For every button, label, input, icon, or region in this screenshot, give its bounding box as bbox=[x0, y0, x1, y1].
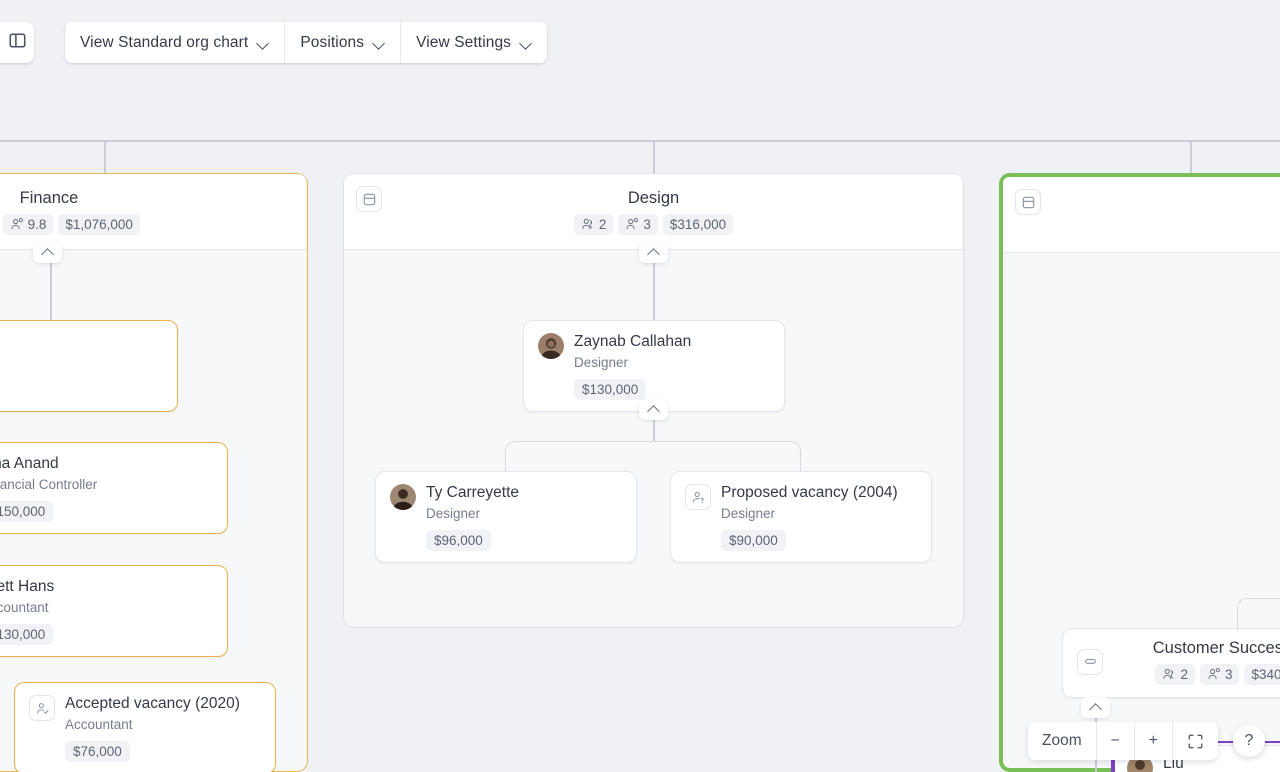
person-name: Ty Carreyette bbox=[426, 484, 520, 501]
panel-icon[interactable] bbox=[1015, 189, 1041, 215]
chevron-down-icon bbox=[257, 37, 269, 49]
badge-fte: 9.8 bbox=[2, 213, 54, 235]
connector-split-right bbox=[653, 441, 801, 475]
view-settings-label: View Settings bbox=[416, 33, 512, 51]
view-settings-button[interactable]: View Settings bbox=[401, 22, 547, 63]
top-toolbar: View Standard org chart Positions View S… bbox=[0, 0, 1280, 86]
connector-drop-finance bbox=[104, 140, 106, 174]
person-salary: $130,000 bbox=[0, 623, 54, 645]
badge-fte: 3 bbox=[1199, 663, 1240, 685]
connector-drop-green bbox=[1190, 140, 1192, 174]
zoom-in-button[interactable]: + bbox=[1135, 722, 1173, 760]
person-card-accepted-vacancy[interactable]: Accepted vacancy (2020) Accountant $76,0… bbox=[14, 682, 276, 772]
collapse-toggle-customer-success[interactable] bbox=[1081, 697, 1110, 718]
person-card-finance-head[interactable]: Lippitt of Finance 000 bbox=[0, 320, 178, 412]
person-name: Lina Anand bbox=[0, 455, 59, 472]
badge-budget: $316,000 bbox=[662, 213, 734, 235]
positions-label: Positions bbox=[300, 33, 365, 51]
person-role: Financial Controller bbox=[0, 476, 98, 492]
badge-headcount: 2 bbox=[1155, 663, 1195, 685]
person-card-ty-carreyette[interactable]: Ty Carreyette Designer $96,000 bbox=[375, 471, 637, 563]
collapsed-node-icon bbox=[1077, 648, 1103, 675]
sidebar-panel-icon bbox=[8, 31, 27, 55]
department-badges: 9 9.8 $1,076,000 bbox=[0, 213, 140, 235]
zoom-label: Zoom bbox=[1028, 722, 1097, 760]
avatar bbox=[390, 484, 416, 510]
vacancy-proposed-icon bbox=[685, 484, 711, 510]
department-card-customer-success[interactable]: Customer Success 2 bbox=[1062, 628, 1280, 698]
panel-icon[interactable] bbox=[356, 186, 382, 212]
collapse-toggle-design[interactable] bbox=[639, 242, 668, 263]
connector-design-head-drop bbox=[653, 262, 655, 322]
department-badges: 2 3 $340 bbox=[1113, 663, 1280, 685]
chevron-down-icon bbox=[520, 37, 532, 49]
avatar bbox=[538, 333, 564, 359]
person-role: Designer bbox=[721, 505, 776, 521]
connector-elbow-accepted-vacancy bbox=[0, 645, 12, 705]
connector-drop-design bbox=[653, 140, 655, 174]
person-role: Accountant bbox=[0, 599, 49, 615]
collapse-toggle-zaynab[interactable] bbox=[639, 399, 668, 420]
department-finance-header: Finance 9 bbox=[0, 174, 307, 250]
toolbar-button-group: View Standard org chart Positions View S… bbox=[65, 22, 548, 63]
people-icon bbox=[582, 218, 592, 229]
person-fte-icon bbox=[1208, 668, 1220, 680]
person-card-brett-hans[interactable]: Brett Hans Accountant $130,000 bbox=[0, 565, 228, 657]
view-selector-label: View Standard org chart bbox=[80, 33, 249, 51]
department-design-header: Design 2 bbox=[344, 174, 963, 250]
connector-elbow-customer-success bbox=[1237, 598, 1280, 630]
person-salary: $90,000 bbox=[721, 529, 786, 551]
person-salary: $130,000 bbox=[574, 378, 647, 400]
vacancy-accepted-icon bbox=[29, 695, 55, 721]
person-fte-icon bbox=[11, 218, 23, 230]
sidebar-toggle-button[interactable] bbox=[0, 22, 34, 63]
department-title: Finance bbox=[19, 188, 79, 207]
chevron-down-icon bbox=[373, 37, 385, 49]
zoom-control[interactable]: Zoom − + bbox=[1028, 722, 1218, 760]
positions-button[interactable]: Positions bbox=[285, 22, 402, 63]
collapse-toggle-finance[interactable] bbox=[33, 242, 62, 263]
connector-bottom-right-horizontal bbox=[1178, 741, 1280, 743]
people-icon bbox=[1163, 669, 1174, 680]
person-card-proposed-vacancy[interactable]: Proposed vacancy (2004) Designer $90,000 bbox=[670, 471, 932, 563]
badge-budget: $1,076,000 bbox=[58, 213, 140, 235]
person-salary: $96,000 bbox=[426, 529, 491, 551]
department-title: Design bbox=[627, 188, 680, 207]
connector-zaynab-drop bbox=[653, 418, 655, 442]
person-name: Proposed vacancy (2004) bbox=[721, 484, 898, 501]
person-role: Designer bbox=[426, 505, 481, 521]
person-card-zaynab-callahan[interactable]: Zaynab Callahan Designer $130,000 bbox=[523, 320, 785, 412]
department-title: Customer Success bbox=[1152, 639, 1280, 657]
badge-budget: $340 bbox=[1244, 663, 1280, 685]
person-fte-icon bbox=[626, 218, 639, 230]
person-card-lina-anand[interactable]: Lina Anand Financial Controller $150,000 bbox=[0, 442, 228, 534]
connector-split-left bbox=[505, 441, 654, 475]
fit-screen-button[interactable] bbox=[1173, 722, 1218, 760]
person-name: Accepted vacancy (2020) bbox=[65, 695, 240, 712]
person-salary: $76,000 bbox=[65, 740, 130, 762]
department-badges: 2 3 $316,000 bbox=[573, 213, 734, 235]
badge-fte: 3 bbox=[618, 213, 658, 235]
fit-screen-icon bbox=[1188, 734, 1203, 748]
connector-finance-head-drop bbox=[50, 262, 52, 320]
person-role: Designer bbox=[574, 354, 629, 370]
view-selector-button[interactable]: View Standard org chart bbox=[65, 22, 286, 63]
zoom-out-button[interactable]: − bbox=[1097, 722, 1135, 760]
person-salary: $150,000 bbox=[0, 500, 54, 522]
help-button[interactable]: ? bbox=[1233, 725, 1265, 757]
connector-top-horizontal bbox=[0, 140, 1280, 142]
department-highlighted-header bbox=[1003, 177, 1280, 253]
person-name: Brett Hans bbox=[0, 578, 55, 595]
person-name: Zaynab Callahan bbox=[574, 333, 692, 350]
badge-headcount: 2 bbox=[573, 213, 614, 235]
person-role: Accountant bbox=[65, 716, 133, 732]
